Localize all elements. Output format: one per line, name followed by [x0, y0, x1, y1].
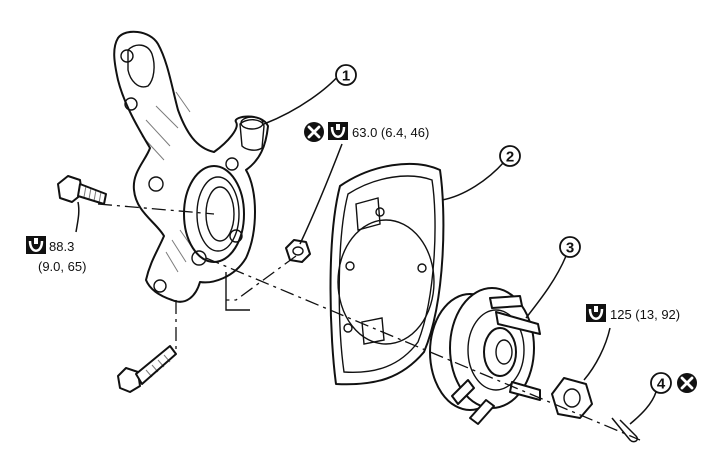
- callout-3: 3: [559, 236, 581, 258]
- do-not-reuse-icon: [304, 122, 324, 142]
- callout-2: 2: [499, 145, 521, 167]
- torque-spec-knuckle-nut: 63.0 (6.4, 46): [304, 122, 429, 142]
- callout-1: 1: [335, 64, 357, 86]
- assembly-lines: [97, 203, 641, 441]
- torque-spec-knuckle-bolt: 88.3 (9.0, 65): [26, 236, 86, 274]
- torque-value-knuckle-bolt: 88.3: [49, 239, 74, 254]
- knuckle-nut: [285, 239, 311, 263]
- wheel-hub-assembly: [429, 287, 541, 425]
- torque-value-knuckle-nut: 63.0 (6.4, 46): [352, 125, 429, 140]
- do-not-reuse-icon: [677, 373, 697, 393]
- torque-wrench-icon: [328, 122, 348, 140]
- knuckle-bolt-lower: [117, 345, 177, 393]
- callout-1-number: 1: [342, 68, 350, 85]
- torque-wrench-icon: [26, 236, 46, 254]
- callout-3-number: 3: [566, 240, 574, 257]
- hub-nut: [551, 377, 593, 419]
- steering-knuckle: [113, 30, 269, 303]
- torque-value-hub-nut: 125 (13, 92): [610, 307, 680, 322]
- knuckle-bolt-upper: [57, 175, 107, 205]
- splash-guard: [329, 162, 445, 386]
- callout-4-number: 4: [657, 376, 666, 393]
- torque-value-knuckle-bolt-imperial: (9.0, 65): [38, 259, 86, 274]
- torque-wrench-icon: [586, 304, 606, 322]
- torque-spec-hub-nut: 125 (13, 92): [586, 304, 680, 322]
- callout-4: 4: [650, 372, 672, 394]
- callout-2-number: 2: [506, 149, 514, 166]
- cotter-pin: [611, 417, 639, 443]
